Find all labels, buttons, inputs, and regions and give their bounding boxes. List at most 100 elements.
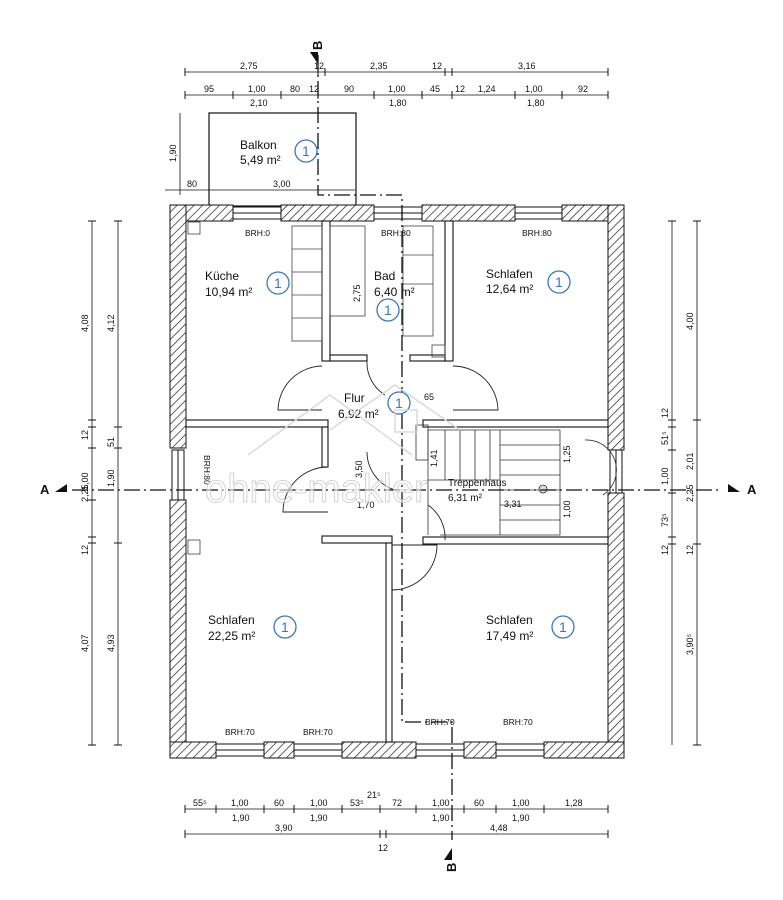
dim-left-1: 4,08: [80, 314, 90, 332]
room-area: 6,40 m²: [374, 285, 415, 299]
room-area: 22,25 m²: [208, 629, 255, 643]
room-badge-circle: [376, 298, 400, 322]
brh-schlafen-top: BRH:80: [522, 228, 552, 238]
outer-walls: [169, 204, 625, 759]
dim-interior-bath-height: 2,75: [352, 284, 362, 302]
dim-bottom-7: 72: [392, 798, 402, 808]
watermark-logo: [247, 384, 461, 456]
room-bad: Bad 6,40 m² 1: [374, 269, 415, 322]
room-badge: 1: [555, 274, 563, 290]
dim-top2-7: 45: [430, 84, 440, 94]
dim-right-inner-1: 12: [660, 408, 670, 418]
dim-right-inner-3: 1,00: [660, 467, 670, 485]
dim-top2-1: 95: [204, 84, 214, 94]
room-name: Flur: [344, 391, 365, 405]
dim-bottom2-2: 4,48: [490, 823, 508, 833]
dim-top-2: 12: [314, 61, 324, 71]
room-area: 5,49 m²: [240, 153, 281, 167]
door-swings: [277, 360, 499, 591]
fixtures: [187, 221, 446, 555]
dim-balcony-side: 1,90: [168, 144, 178, 162]
brh-bottom-1: BRH:70: [225, 727, 255, 737]
dim-left-inner-3: 1,90: [106, 469, 116, 487]
room-badge-circle: [547, 270, 571, 294]
dim-balcony-bottom-2: 3,00: [273, 179, 291, 189]
section-a-left: A: [40, 482, 50, 497]
room-area: 17,49 m²: [486, 629, 533, 643]
dim-bottom2-mid: 12: [378, 843, 388, 853]
room-name: Schlafen: [486, 613, 533, 627]
dim-top-3: 2,35: [370, 61, 388, 71]
room-badge-circle: [273, 615, 297, 639]
dim-top2-2: 1,00: [248, 84, 266, 94]
dim-top2-9: 1,24: [478, 84, 496, 94]
windows: [171, 206, 623, 757]
dim-left-inner-2: 51: [106, 437, 116, 447]
dimension-ticks: [88, 68, 701, 838]
brh-bottom-2: BRH:70: [303, 727, 333, 737]
dim-top2-8: 12: [455, 84, 465, 94]
dim-left-5: 12: [80, 545, 90, 555]
room-badge: 1: [559, 619, 567, 635]
room-balkon: Balkon 5,49 m² 1: [240, 138, 318, 167]
dim-bottom-sub-2: 1,90: [310, 813, 328, 823]
dim-bottom-4: 1,00: [310, 798, 328, 808]
brh-left-window: BRH:80: [202, 455, 212, 485]
dim-bottom-5: 53⁵: [350, 798, 364, 808]
room-schlafen-left: Schlafen 22,25 m² 1: [208, 613, 297, 643]
dim-right-inner-2: 51⁵: [660, 431, 670, 445]
dim-interior-100: 1,00: [562, 500, 572, 518]
room-kueche: Küche 10,94 m² 1: [205, 269, 290, 299]
room-name: Bad: [374, 269, 395, 283]
brh-bottom-4: BRH:70: [503, 717, 533, 727]
dim-top-5: 3,16: [518, 61, 536, 71]
dim-interior-350: 3,50: [354, 460, 364, 478]
interior-walls: [185, 220, 609, 743]
room-badge-circle: [266, 271, 290, 295]
dim-bottom-3: 60: [274, 798, 284, 808]
dim-top2-3: 80: [290, 84, 300, 94]
dim-bottom2-1: 3,90: [275, 823, 293, 833]
dim-top2-5: 90: [344, 84, 354, 94]
dim-top2-sub-2: 1,80: [389, 98, 407, 108]
dim-right-5: 3,90⁵: [685, 633, 695, 655]
staircase: [415, 424, 617, 536]
brh-kueche: BRH:0: [245, 228, 270, 238]
dim-bottom-sub-3: 1,90: [432, 813, 450, 823]
dim-right-1: 4,00: [685, 312, 695, 330]
room-badge: 1: [302, 143, 310, 159]
room-badge: 1: [281, 619, 289, 635]
dim-top2-4: 12: [309, 84, 319, 94]
room-name: Balkon: [240, 138, 277, 152]
room-badge: 1: [384, 302, 392, 318]
room-schlafen-right: Schlafen 17,49 m² 1: [486, 613, 575, 643]
room-area: 6,31 m²: [448, 493, 483, 504]
section-b-bottom: B: [444, 863, 459, 872]
dim-bottom-sub-1: 1,90: [232, 813, 250, 823]
dim-bottom-9: 60: [474, 798, 484, 808]
dim-left-4: 2,25: [80, 484, 90, 502]
dim-left-6: 4,07: [80, 634, 90, 652]
dim-interior-125: 1,25: [562, 445, 572, 463]
dim-top2-10: 1,00: [525, 84, 543, 94]
section-b-top: B: [310, 41, 325, 50]
room-badge: 1: [274, 275, 282, 291]
dim-left-inner-4: 4,93: [106, 634, 116, 652]
dim-bottom-11: 1,28: [565, 798, 583, 808]
dim-interior-170: 1,70: [357, 500, 375, 510]
dim-interior-65: 65: [424, 392, 434, 402]
dim-left-3: 1,00: [80, 472, 90, 490]
dim-right-3: 2,25: [685, 484, 695, 502]
room-name: Treppenhaus: [448, 478, 507, 489]
dim-top-4: 12: [432, 61, 442, 71]
dim-right-2: 2,01: [685, 452, 695, 470]
balcony-outline: [208, 112, 357, 207]
room-badge-circle: [387, 391, 411, 415]
dim-top2-sub-3: 1,80: [527, 98, 545, 108]
room-area: 6,92 m²: [338, 407, 379, 421]
dim-top2-sub-1: 2,10: [250, 98, 268, 108]
room-badge-circle: [551, 615, 575, 639]
room-name: Schlafen: [486, 267, 533, 281]
room-badge: 1: [395, 395, 403, 411]
section-lines: [72, 55, 722, 840]
